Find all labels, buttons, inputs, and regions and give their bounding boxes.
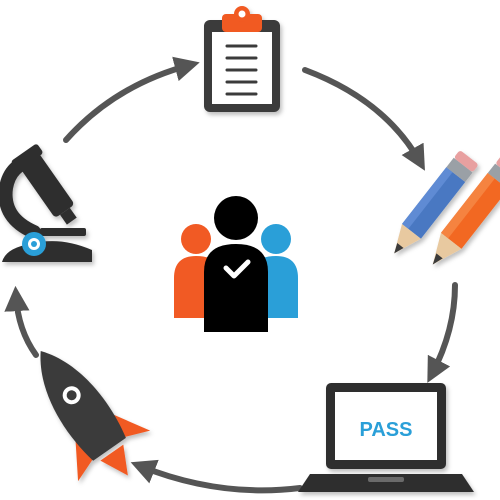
arrow-clipboard-to-pencils: [302, 67, 425, 171]
cycle-arrows: [4, 56, 458, 494]
person-black: [204, 196, 268, 332]
arrow-microscope-to-clipboard: [63, 56, 200, 143]
laptop-screen-pass-text: PASS: [360, 419, 413, 441]
clipboard-checklist-icon: [204, 6, 280, 112]
rocket-icon: [40, 351, 151, 482]
laptop-icon: PASS: [298, 383, 474, 492]
pencils-icon: [394, 151, 500, 265]
team-with-checkmark-icon: [174, 196, 298, 332]
arrow-pencils-to-laptop: [427, 282, 458, 383]
arrow-laptop-to-rocket: [130, 459, 303, 494]
arrow-rocket-to-microscope: [4, 285, 39, 358]
checkmark-icon: [223, 259, 251, 279]
microscope-icon: [0, 144, 92, 262]
